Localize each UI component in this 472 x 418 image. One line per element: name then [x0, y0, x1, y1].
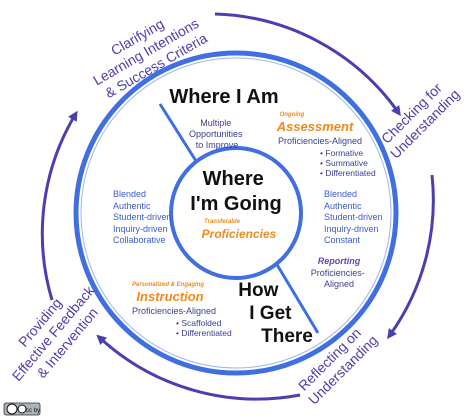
reporting-title: Reporting	[318, 256, 361, 266]
right-qualities-list: Blended Authentic Student-driven Inquiry…	[324, 189, 385, 245]
outer-ring	[73, 50, 399, 376]
arrow-right	[387, 174, 435, 340]
instruction-title: Instruction	[136, 289, 203, 304]
proficiencies-title: Proficiencies	[202, 227, 277, 241]
where-im-going-title: Where I'm Going	[190, 168, 281, 215]
divider-lower-right	[274, 262, 320, 334]
arrow-left	[40, 110, 78, 301]
label-checking: Checking for Understanding	[375, 74, 463, 162]
left-qualities-list: Blended Authentic Student-driven Inquiry…	[113, 189, 174, 245]
label-providing: Providing Effective Feedback & Intervent…	[0, 269, 113, 395]
instruction-kicker: Personalized & Engaging	[132, 282, 204, 288]
center-circle	[169, 146, 303, 280]
multiple-opportunities-text: Multiple Opportunities to Improve	[189, 118, 245, 150]
assessment-subtitle: Proficiencies-Aligned	[278, 136, 362, 146]
cc-icon	[6, 403, 18, 415]
assessment-title: Assessment	[276, 119, 354, 134]
assessment-bullets: • Formative • Summative • Differentiated	[320, 148, 376, 178]
cc-license-badge[interactable]: cc by	[3, 402, 41, 416]
instruction-bullets: • Scaffolded • Differentiated	[176, 318, 232, 338]
how-i-get-there-title: How I Get There	[238, 280, 313, 347]
instruction-subtitle: Proficiencies-Aligned	[132, 306, 216, 316]
outer-cycle-arrows	[40, 12, 435, 401]
outer-ring-inner-stroke	[80, 57, 392, 369]
where-i-am-title: Where I Am	[169, 86, 278, 108]
by-icon	[17, 404, 27, 414]
divider-upper-left	[158, 103, 198, 162]
reporting-lines: Proficiencies- Aligned	[311, 268, 368, 289]
svg-text:cc by: cc by	[26, 408, 40, 414]
arrow-top	[214, 12, 401, 117]
arrow-bottom	[96, 334, 301, 401]
assessment-kicker: Ongoing	[280, 112, 305, 118]
proficiencies-kicker: Transferable	[204, 219, 241, 225]
